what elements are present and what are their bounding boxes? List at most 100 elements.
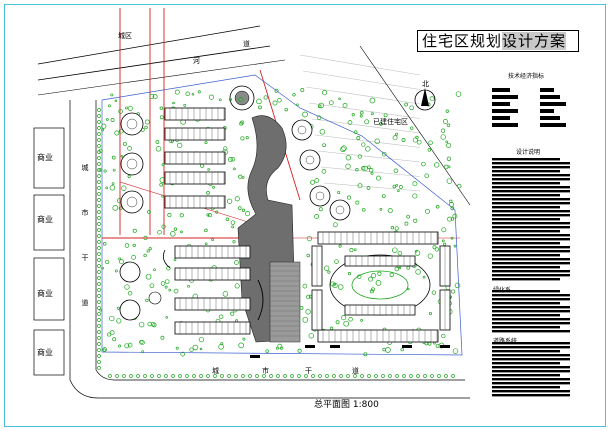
street-tree bbox=[416, 374, 420, 378]
shop-label-4: 商业 bbox=[37, 348, 53, 357]
description-line bbox=[492, 234, 570, 237]
tree bbox=[345, 163, 351, 169]
tree bbox=[258, 105, 262, 110]
tree bbox=[109, 184, 116, 191]
description-line bbox=[492, 258, 570, 261]
tree bbox=[360, 319, 363, 322]
description-line bbox=[492, 314, 560, 317]
street-tree bbox=[97, 234, 101, 238]
arterial-line-north bbox=[95, 369, 465, 381]
tree bbox=[296, 103, 299, 106]
street-tree bbox=[409, 374, 413, 378]
tree bbox=[127, 105, 133, 111]
tree bbox=[111, 155, 116, 160]
tree bbox=[377, 271, 382, 276]
tree bbox=[179, 213, 184, 218]
tree bbox=[443, 242, 447, 246]
tree bbox=[446, 123, 451, 127]
north-arrow-pointer bbox=[421, 88, 429, 106]
tree bbox=[127, 146, 132, 151]
tree bbox=[374, 138, 380, 144]
round-plaza bbox=[229, 85, 255, 111]
road-bottom-char-1: 城 bbox=[212, 367, 219, 375]
tree bbox=[308, 332, 315, 339]
street-tree bbox=[241, 374, 245, 378]
tree bbox=[449, 202, 455, 207]
tree bbox=[335, 320, 340, 325]
tower-core bbox=[305, 155, 315, 165]
tree bbox=[180, 351, 186, 357]
tree bbox=[234, 283, 240, 289]
curved-block bbox=[162, 249, 171, 269]
tree bbox=[275, 346, 279, 350]
tree bbox=[161, 194, 164, 198]
tree bbox=[116, 318, 122, 324]
tree bbox=[392, 184, 397, 189]
street-tree bbox=[297, 374, 301, 378]
tree bbox=[223, 146, 228, 151]
street-tree bbox=[248, 374, 252, 378]
street-tree bbox=[97, 210, 101, 214]
tree bbox=[337, 190, 341, 195]
tree bbox=[189, 347, 194, 352]
street-tree bbox=[206, 374, 210, 378]
tree bbox=[395, 132, 399, 136]
tree bbox=[427, 253, 433, 259]
tree bbox=[102, 242, 107, 246]
tree bbox=[233, 167, 236, 171]
description-line bbox=[492, 342, 570, 345]
tree bbox=[167, 213, 172, 218]
description-line bbox=[492, 394, 570, 397]
tree bbox=[141, 350, 145, 354]
description-line bbox=[492, 214, 570, 217]
tree bbox=[225, 217, 230, 222]
tree bbox=[359, 114, 363, 118]
site-boundary bbox=[101, 74, 463, 356]
tree bbox=[404, 221, 409, 226]
street-tree bbox=[97, 180, 101, 184]
tree bbox=[369, 289, 374, 294]
tree bbox=[187, 284, 190, 288]
shop-label-2: 商业 bbox=[37, 215, 53, 224]
tree bbox=[446, 156, 452, 161]
street-tree bbox=[388, 374, 392, 378]
tree bbox=[409, 105, 415, 111]
tree bbox=[365, 146, 371, 152]
tree bbox=[321, 169, 327, 174]
description-line bbox=[492, 238, 570, 241]
street-tree bbox=[276, 374, 280, 378]
tree bbox=[450, 206, 455, 211]
indicator-bar-right bbox=[540, 116, 560, 120]
description-line bbox=[492, 182, 560, 185]
street-tree bbox=[185, 374, 189, 378]
tree bbox=[191, 92, 195, 96]
tower-block bbox=[299, 149, 321, 171]
tree bbox=[161, 224, 166, 229]
tree bbox=[206, 191, 210, 195]
tree bbox=[345, 155, 352, 161]
description-line bbox=[492, 382, 570, 385]
tree bbox=[441, 227, 447, 233]
street-tree bbox=[430, 374, 434, 378]
tree bbox=[211, 238, 214, 242]
tree bbox=[346, 195, 352, 200]
street-tree bbox=[451, 374, 455, 378]
street-tree bbox=[97, 294, 101, 298]
existing-row bbox=[314, 134, 421, 148]
tree bbox=[155, 140, 160, 144]
road-left-char-3: 干 bbox=[81, 254, 89, 262]
tree bbox=[204, 140, 208, 145]
note-b: 绿化系 bbox=[493, 287, 512, 294]
tree bbox=[160, 335, 165, 340]
tree bbox=[327, 270, 331, 274]
tree bbox=[226, 198, 233, 204]
description-line bbox=[492, 390, 570, 393]
tree bbox=[109, 330, 115, 336]
tree bbox=[277, 98, 282, 103]
tower-core bbox=[126, 118, 138, 130]
description-line bbox=[492, 250, 570, 253]
tree bbox=[371, 287, 375, 292]
tree bbox=[338, 244, 342, 248]
description-line bbox=[492, 218, 560, 221]
tree bbox=[401, 138, 406, 142]
